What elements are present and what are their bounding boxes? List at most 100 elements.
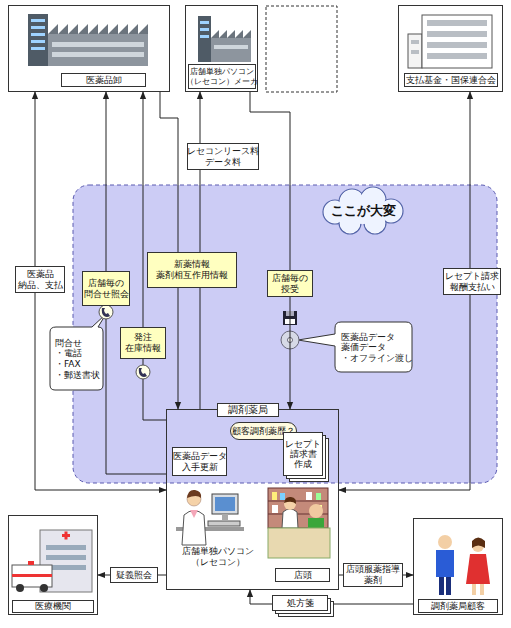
window-row: [427, 20, 487, 26]
callout-text: 医薬品データ 薬価データ ・オフライン渡し: [337, 325, 413, 370]
window-row: [427, 31, 487, 37]
text-line: 在庫情報: [125, 343, 161, 354]
hospital-box: 医療機関: [8, 515, 98, 615]
text-line: 疑義照会: [116, 570, 152, 581]
counter: [268, 528, 330, 558]
edge-label: 新薬情報 薬剤相互作用情報: [147, 252, 237, 288]
edge-label: レセプト請求 報酬支払い: [443, 268, 501, 295]
man-leg: [446, 577, 451, 595]
node-text: 店舗単独パソコン （レセコン）メーカ: [188, 64, 256, 89]
node-text: 支払基金・国保連合会: [404, 73, 498, 87]
keyboard: [208, 521, 240, 526]
goods: [316, 493, 321, 500]
text-line: レセプト請求: [445, 271, 499, 282]
white-coat: [182, 511, 206, 546]
window: [411, 40, 419, 44]
collar: [190, 510, 198, 518]
handset: [139, 368, 147, 377]
ambulance-light: [28, 561, 34, 565]
window-band: [52, 42, 144, 47]
text-line: 医薬品データ: [173, 451, 227, 461]
node-text: 店頭: [276, 569, 329, 581]
window: [411, 50, 419, 54]
office-body: [422, 15, 492, 68]
wing: [408, 34, 422, 68]
device-label: 店舗単独パソコン （レセコン）: [170, 546, 265, 568]
text-line: レセプト: [285, 439, 321, 449]
connector: [250, 92, 290, 409]
factory-body: [211, 38, 251, 62]
window-band: [214, 45, 248, 49]
tower: [198, 16, 211, 62]
edge-label: 発注 在庫情報: [120, 327, 166, 359]
tower: [28, 14, 48, 66]
factory-body: [48, 34, 148, 66]
cloud-callout: [323, 187, 403, 234]
text-line: ・電話: [55, 348, 82, 359]
customers-illustration: [436, 535, 490, 595]
text-line: 作成: [294, 459, 312, 469]
empty-dashed-box: [266, 6, 337, 92]
window-row: [46, 555, 86, 560]
wholesaler-box: 医薬品卸: [8, 5, 170, 92]
node-text: 医薬品データ 入手更新: [173, 448, 226, 475]
man-body: [436, 550, 454, 577]
text-line: 問合せ: [55, 338, 82, 349]
text-line: 発注: [134, 332, 152, 343]
handset: [102, 308, 110, 317]
window-row: [427, 42, 487, 48]
window: [200, 35, 209, 38]
woman-leg: [480, 584, 484, 595]
maker-building: [198, 16, 251, 62]
woman-hair: [472, 538, 485, 549]
connector: [160, 92, 178, 409]
hair: [187, 490, 201, 498]
counter-box: 店頭: [275, 568, 330, 582]
ambulance-stripe: [12, 574, 52, 577]
text-line: 店舗毎の: [88, 278, 124, 289]
text-line: ここが大変: [331, 204, 396, 219]
goods: [280, 493, 285, 500]
pharmacist-illustration: [176, 490, 244, 545]
sawtooth-roof: [48, 24, 148, 34]
text-line: （レセコン）メーカ: [186, 77, 258, 86]
text-line: ・郵送書状: [55, 370, 100, 381]
text-line: 処方箋: [287, 598, 314, 609]
man-head: [438, 535, 452, 549]
wheel: [16, 584, 24, 592]
claim-document-box: レセプト 請求書 作成: [283, 432, 323, 476]
text-line: レセコンリース料: [187, 146, 259, 156]
window: [31, 40, 45, 43]
shelf-board: [268, 501, 328, 502]
node-text: レセプト 請求書 作成: [284, 433, 322, 475]
window-row: [427, 53, 487, 59]
customer-box: 調剤薬局顧客: [413, 518, 503, 615]
phone-badge: [136, 365, 150, 379]
text-line: 問合せ照会: [84, 289, 129, 300]
callout-text: 問合せ ・電話 ・FAX ・郵送書状: [51, 330, 103, 388]
text-line: 授受: [281, 284, 299, 295]
maker-box: 店舗単独パソコン （レセコン）メーカ: [185, 5, 258, 92]
text-line: 報酬支払い: [450, 282, 495, 293]
edge-label: 医薬品 納品、支払: [15, 266, 65, 293]
alert-text: ここが大変: [322, 200, 404, 222]
red-cross: [65, 532, 68, 540]
text-line: 店舗単独パソコン: [190, 67, 254, 76]
monitor-stand: [222, 514, 228, 520]
connector: [200, 92, 201, 409]
window: [31, 19, 45, 22]
phone-icon: [136, 365, 150, 379]
screen: [215, 497, 235, 511]
text-line: 店頭: [294, 570, 312, 581]
text-line: 納品、支払: [18, 280, 63, 291]
edge-label: 店舗毎の 問合せ照会: [82, 271, 130, 306]
edge-label: 店舗毎の 授受: [267, 270, 313, 297]
text-line: 店舗毎の: [272, 273, 308, 284]
window: [31, 47, 45, 50]
fund-box: 支払基金・国保連合会: [398, 5, 503, 92]
phone-icon: [99, 305, 113, 319]
ambulance: [12, 565, 52, 587]
